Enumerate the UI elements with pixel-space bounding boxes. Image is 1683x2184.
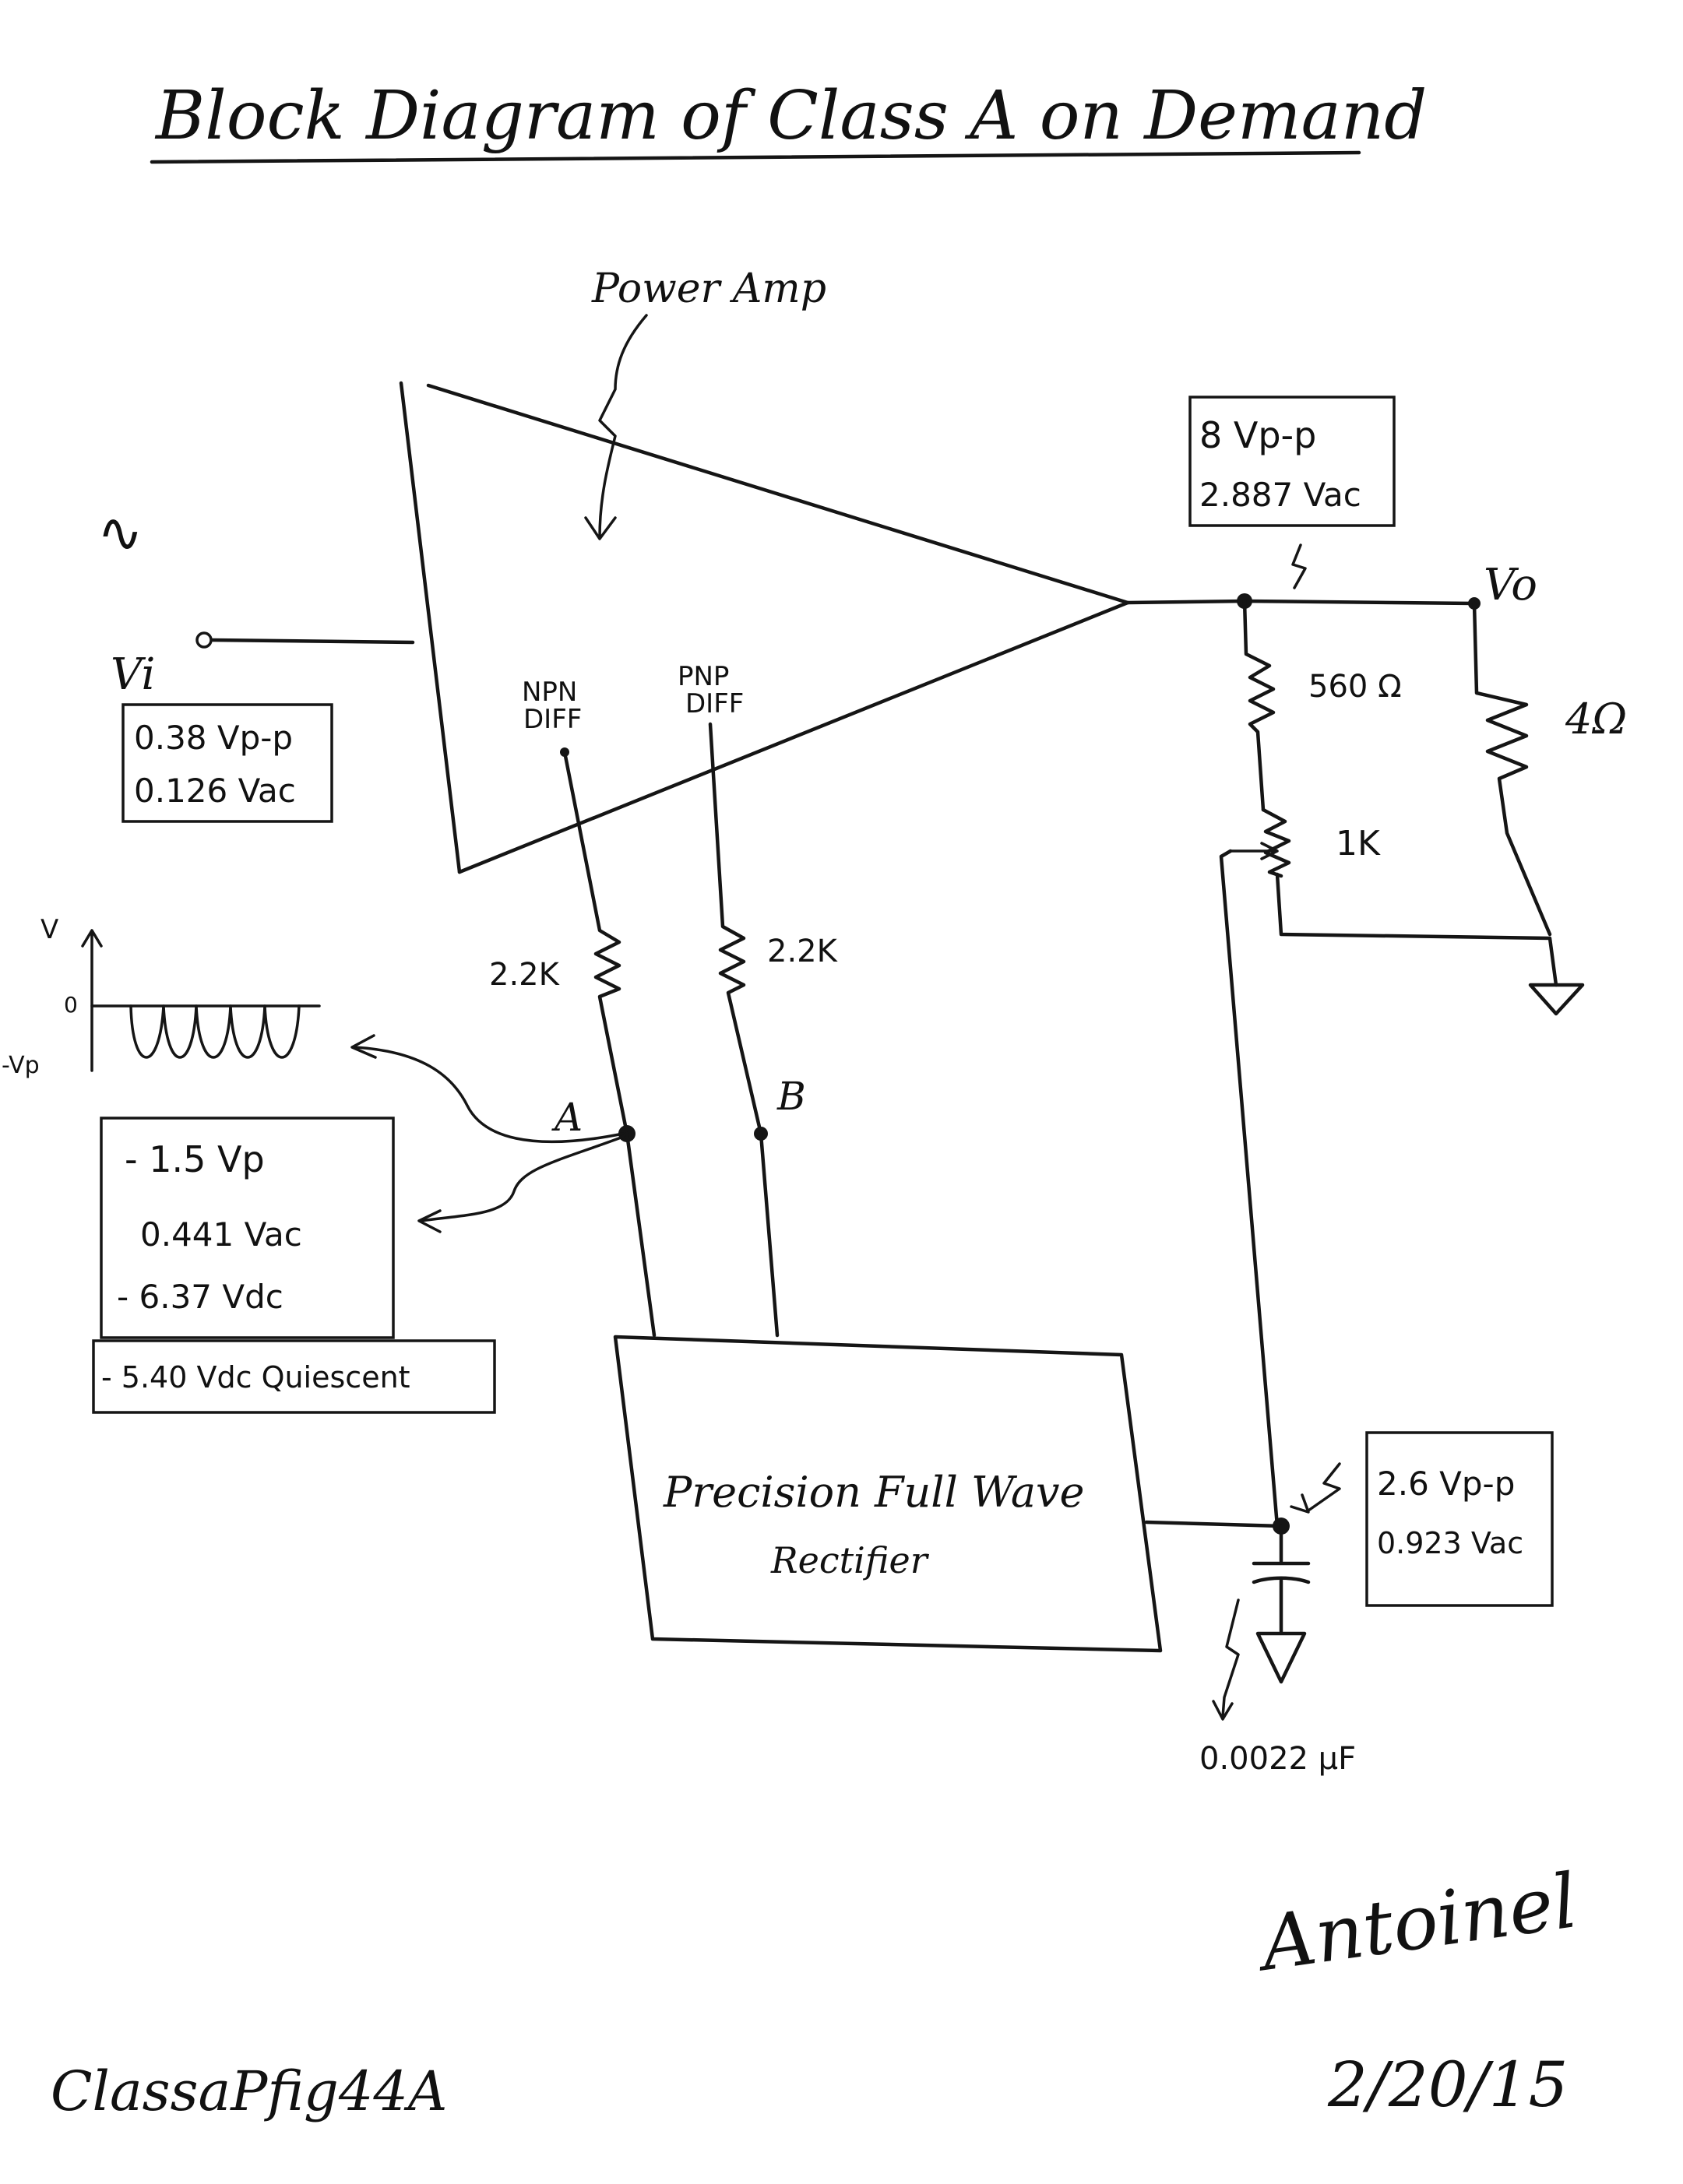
vi-reading-vac: 0.126 Vac [134, 772, 296, 810]
npn-diff-label: DIFF [523, 704, 582, 735]
ground-symbol-load [1528, 983, 1585, 1016]
rectifier-label-line2: Rectifier [770, 1539, 930, 1581]
ground-symbol-capacitor [1255, 1631, 1307, 1684]
waveform-zero-label: 0 [64, 992, 78, 1018]
vo-label: Vo [1484, 560, 1537, 610]
series-resistor-label: 560 Ω [1308, 669, 1402, 705]
pnp-feed-resistor [708, 722, 763, 1136]
node-a-readings-box [100, 1117, 395, 1339]
power-amp-pointer-arrowhead [584, 516, 617, 540]
amp-triangle-left-edge [399, 381, 462, 874]
rectifier-reading-vpp: 2.6 Vp-p [1377, 1465, 1515, 1503]
node-b-to-rectifier [759, 1131, 780, 1338]
diagram-title: Block Diagram of Class A on Demand [154, 77, 1427, 155]
capacitor-pointer-arrowhead [1212, 1700, 1234, 1721]
waveform-pointer [353, 1046, 625, 1144]
power-amp-pointer [598, 314, 648, 539]
pnp-label: PNP [678, 661, 729, 692]
quiescent-box [92, 1339, 496, 1414]
node-a-label: A [551, 1095, 583, 1140]
amp-triangle-top-edge [426, 383, 1130, 605]
vo-reading-vac: 2.887 Vac [1199, 476, 1361, 514]
load-label: 4Ω [1565, 695, 1627, 744]
pot-label: 1K [1336, 824, 1381, 863]
node-a-readings-pointer [419, 1135, 625, 1222]
waveform-trace [129, 1004, 301, 1059]
node-a-reading-vp: - 1.5 Vp [125, 1138, 265, 1180]
vo-reading-pointer [1291, 543, 1307, 589]
node-a-reading-vdc: - 6.37 Vdc [117, 1278, 283, 1316]
waveform-neg-label: -Vp [2, 1052, 40, 1079]
rectifier-readings-arrowhead [1290, 1493, 1310, 1514]
quiescent-reading: - 5.40 Vdc Quiescent [101, 1360, 410, 1394]
rectifier-block [613, 1335, 1163, 1653]
wiper-wire [1219, 849, 1280, 1528]
ac-source-symbol: ∿ [97, 501, 143, 564]
pot-ground-return [1275, 872, 1558, 987]
rectifier-readings-pointer [1307, 1462, 1341, 1512]
pnp-resistor-label: 2.2K [767, 934, 839, 969]
waveform-pointer-arrowhead [350, 1034, 377, 1059]
power-amp-label: Power Amp [591, 266, 826, 312]
pot-1k [1261, 807, 1291, 878]
figure-id-label: ClassaPfig44A [51, 2059, 447, 2123]
capacitor-label: 0.0022 μF [1199, 1741, 1356, 1777]
vi-reading-vpp: 0.38 Vp-p [134, 719, 293, 757]
capacitor-plate-bottom [1252, 1576, 1311, 1584]
node-b-label: B [776, 1074, 806, 1119]
pnp-diff-label: DIFF [685, 688, 744, 719]
rectifier-label-line1: Precision Full Wave [663, 1468, 1084, 1517]
vi-label: Vi [111, 649, 155, 700]
waveform-v-label: V [40, 914, 58, 945]
vi-readings-box [121, 703, 333, 823]
rectifier-readings-box [1365, 1431, 1554, 1607]
waveform-v-axis [81, 929, 103, 1072]
npn-resistor-label: 2.2K [489, 957, 561, 993]
capacitor-pointer [1221, 1598, 1240, 1718]
rectifier-output-wire [1144, 1520, 1283, 1528]
amp-output-wire [1125, 599, 1247, 605]
vo-readings-box [1188, 396, 1396, 527]
vo-reading-vpp: 8 Vp-p [1199, 414, 1316, 456]
node-a-readings-arrowhead [417, 1209, 442, 1233]
node-a-reading-vac: 0.441 Vac [140, 1215, 302, 1254]
output-line [1242, 599, 1477, 606]
load-resistor [1472, 601, 1552, 937]
signature: Antoinel [1250, 1857, 1583, 1989]
rectifier-reading-vac: 0.923 Vac [1377, 1526, 1523, 1560]
series-resistor-560 [1242, 599, 1276, 812]
date-label: 2/20/15 [1327, 2049, 1568, 2121]
amp-triangle-bottom-edge [457, 600, 1130, 874]
node-a-to-rectifier [625, 1131, 657, 1338]
npn-feed-resistor [562, 750, 629, 1136]
input-terminal [195, 631, 213, 649]
input-wire [209, 638, 415, 645]
title-underline [150, 150, 1361, 164]
pot-wiper-arrow [1229, 842, 1279, 860]
npn-label: NPN [522, 677, 577, 708]
